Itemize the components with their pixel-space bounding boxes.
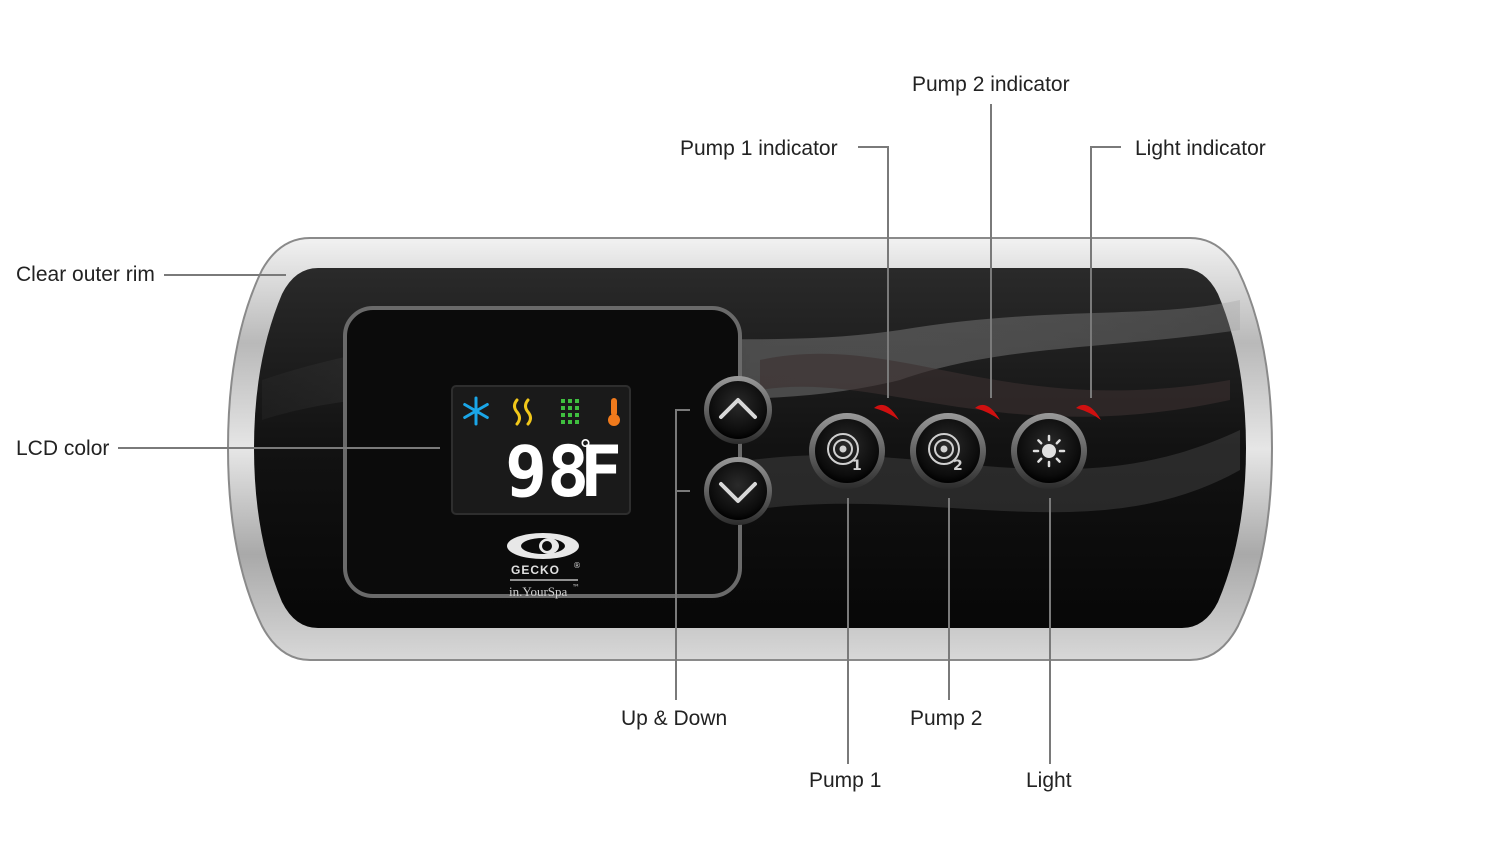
callout-line-pump1-indicator: [858, 146, 889, 398]
gecko-logo: [507, 533, 579, 559]
thermometer-icon: [608, 398, 620, 426]
filter-icon: [561, 399, 579, 424]
label-lcd-color: LCD color: [16, 437, 109, 460]
pump2-icon-digit: 2: [953, 458, 963, 474]
brand-name: GECKO: [511, 563, 560, 577]
heat-icon: [513, 398, 532, 426]
snowflake-icon: [463, 396, 489, 426]
temperature-unit: F: [580, 431, 622, 513]
pump1-indicator-led: [874, 404, 899, 420]
brand-registered: ®: [573, 561, 581, 570]
degree-symbol: °: [579, 435, 592, 465]
temperature-value: 98: [505, 431, 589, 513]
brand-product: in.YourSpa: [509, 584, 568, 599]
callout-line-light-indicator: [1090, 146, 1121, 398]
label-pump2: Pump 2: [910, 707, 982, 730]
pump1-button[interactable]: 1: [809, 413, 885, 489]
label-up-down: Up & Down: [621, 707, 727, 730]
label-pump1: Pump 1: [809, 769, 881, 792]
sun-icon: [1032, 434, 1066, 468]
down-button[interactable]: [704, 457, 772, 525]
label-light-indicator: Light indicator: [1135, 137, 1266, 160]
chevron-up-icon: [719, 398, 757, 419]
decorative-swoosh: [760, 353, 1230, 417]
light-indicator-led: [1076, 404, 1101, 420]
pump1-icon-digit: 1: [852, 458, 862, 474]
pump2-button[interactable]: 2: [910, 413, 986, 489]
pump2-indicator-led: [975, 404, 1000, 420]
pump2-icon: [928, 433, 960, 465]
label-pump1-indicator: Pump 1 indicator: [680, 137, 838, 160]
label-light: Light: [1026, 769, 1072, 792]
light-button[interactable]: [1011, 413, 1087, 489]
label-pump2-indicator: Pump 2 indicator: [912, 73, 1070, 96]
label-clear-outer-rim: Clear outer rim: [16, 263, 155, 286]
chevron-down-icon: [719, 482, 757, 503]
callout-line-up-down: [675, 409, 690, 700]
lcd-screen: [451, 385, 631, 515]
brand-trademark: ™: [572, 583, 580, 592]
up-button[interactable]: [704, 376, 772, 444]
pump1-icon: [827, 433, 859, 465]
